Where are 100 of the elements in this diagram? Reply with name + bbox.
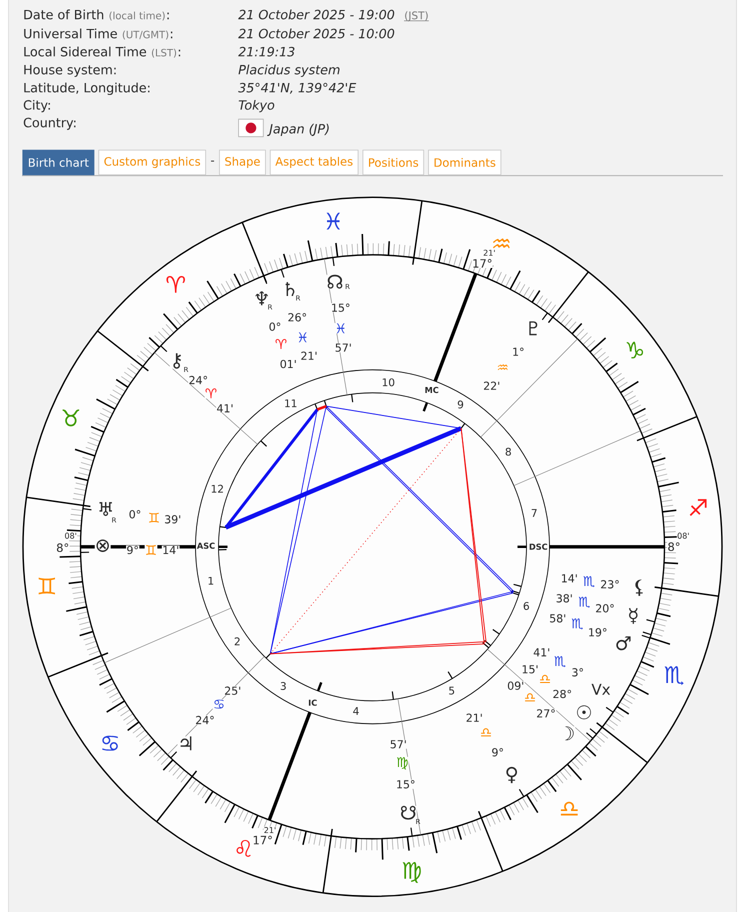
planet-symbol: ♆	[253, 291, 270, 306]
zodiac-sign: ♏	[570, 618, 584, 630]
planet-symbol: ♀	[504, 766, 519, 784]
degree-label: 39'	[164, 514, 182, 524]
house-number: 7	[532, 509, 537, 517]
tab: Custom graphics	[98, 150, 206, 176]
field-label: Date of Birth	[24, 10, 104, 20]
degree-label: 15°	[396, 780, 416, 789]
zodiac-sign: ♊	[144, 544, 158, 556]
field-label: Country:	[24, 118, 76, 130]
degree-label: 24°	[194, 716, 216, 724]
degree-label: 9°	[491, 748, 504, 757]
field-label: Universal Time	[24, 28, 117, 38]
field-value: Tokyo	[238, 100, 274, 112]
angle-label: MC	[424, 386, 440, 394]
field-label: City:	[24, 100, 50, 112]
zodiac-sign: ♎	[560, 802, 578, 816]
degree-label: 24°	[188, 376, 208, 384]
zodiac-sign: ♌	[236, 840, 251, 857]
planet-symbol: ⚸	[632, 580, 646, 596]
zodiac-sign: ♈	[274, 338, 288, 350]
zodiac-sign: ♉	[62, 410, 80, 426]
degree-label: 14'	[162, 546, 180, 554]
tab: Shape	[219, 150, 266, 176]
zodiac-sign: ♐	[690, 499, 707, 516]
house-number: 9	[458, 400, 464, 408]
angle-label: DSC	[528, 543, 548, 550]
field-value: 21 October 2025 - 19:00	[238, 10, 394, 20]
planet-symbol: ☿	[627, 608, 640, 624]
angle-label: IC	[308, 699, 318, 706]
planet-symbol: ♅	[97, 502, 114, 516]
zodiac-sign: ♊	[148, 512, 160, 523]
degree-label: 09'	[506, 681, 525, 690]
timezone-link: (JST)	[404, 11, 430, 22]
degree-label: 22'	[482, 381, 501, 390]
zodiac-sign: ♏	[664, 666, 684, 686]
degree-label: 3°	[571, 668, 584, 677]
house-number: 6	[524, 602, 529, 610]
zodiac-sign: ♈	[166, 276, 185, 293]
zodiac-sign: ♊	[38, 578, 55, 594]
zodiac-sign: ♓	[326, 212, 340, 230]
field-label: :	[170, 32, 172, 38]
house-number: 3	[280, 682, 286, 690]
degree-label: 20°	[594, 604, 616, 613]
degree-label: 0°	[268, 322, 282, 332]
degree-label: 17°	[472, 258, 493, 268]
degree-label: 0°	[128, 510, 142, 519]
field-label: :	[167, 12, 169, 20]
field-label: House system:	[24, 65, 116, 77]
field-value: Japan (JP)	[267, 124, 329, 136]
field-value: 35°41'N, 139°42'E	[238, 82, 356, 94]
zodiac-sign: ♑	[626, 342, 644, 358]
degree-label: 15°	[330, 303, 351, 312]
angle-label: ASC	[196, 542, 216, 550]
field-note: (LST)	[152, 48, 176, 58]
field-label: Latitude, Longitude:	[24, 82, 150, 95]
point-label: Vx	[591, 683, 611, 696]
zodiac-sign: ♏	[582, 576, 596, 588]
zodiac-sign: ♎	[524, 693, 536, 702]
degree-label: 1°	[512, 347, 525, 356]
field-value: 21:19:13	[238, 46, 294, 56]
house-number: 1	[208, 576, 214, 585]
degree-label: 58'	[548, 614, 567, 623]
zodiac-sign: ♓	[296, 332, 310, 343]
field-label: Local Sidereal Time	[24, 46, 146, 56]
degree-label: 26°	[287, 312, 308, 322]
zodiac-sign: ♋	[102, 736, 118, 751]
zodiac-sign: ♏	[554, 656, 566, 668]
tab: Positions	[362, 150, 424, 176]
degree-label: 38'	[555, 594, 574, 603]
house-number: 11	[285, 399, 296, 408]
degree-label: 23°	[600, 580, 620, 589]
zodiac-sign: ♋	[212, 699, 226, 710]
planet-symbol: ♄	[281, 282, 299, 296]
zodiac-sign: ♒	[493, 238, 510, 248]
tab: Aspect tables	[270, 150, 358, 176]
degree-label: 25'	[224, 686, 242, 696]
tab: Birth chart	[22, 150, 94, 176]
field-value: 21 October 2025 - 10:00	[238, 28, 394, 38]
zodiac-sign: ♈	[204, 388, 218, 399]
degree-label: 57'	[334, 343, 352, 352]
field-note: (UT/GMT)	[122, 30, 168, 40]
degree-label: 21'	[465, 713, 484, 722]
zodiac-sign: ♍	[402, 862, 421, 883]
house-number: 10	[382, 378, 394, 386]
field-value: Placidus system	[238, 64, 340, 77]
zodiac-sign: ♓	[334, 323, 348, 334]
degree-label: 21'	[264, 826, 276, 834]
field-note: (local time)	[110, 12, 165, 21]
house-number: 8	[506, 448, 511, 456]
house-number: 2	[234, 637, 240, 646]
house-number: 5	[449, 686, 454, 695]
house-number: 12	[212, 484, 223, 493]
house-number: 4	[353, 707, 359, 715]
field-label: :	[178, 50, 180, 56]
degree-label: 21'	[300, 351, 318, 360]
zodiac-sign: ♎	[538, 674, 552, 684]
zodiac-sign: ♒	[496, 364, 510, 372]
degree-label: 19°	[588, 628, 608, 637]
zodiac-sign: ♎	[480, 728, 492, 738]
